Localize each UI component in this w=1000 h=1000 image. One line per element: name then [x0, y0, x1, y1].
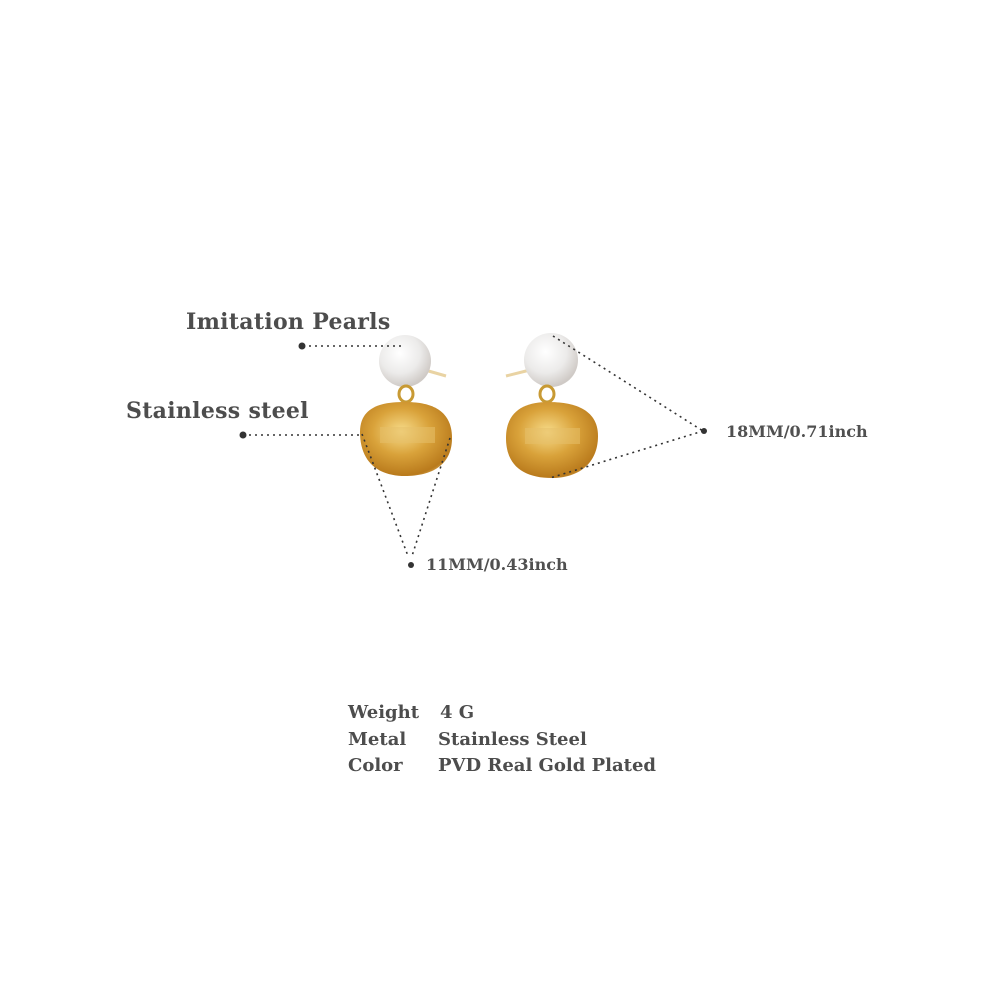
- spec-key: Weight: [348, 702, 420, 723]
- spec-value: PVD Real Gold Plated: [438, 755, 657, 776]
- spec-key: Metal: [348, 728, 407, 750]
- specs-table: Weight 4 G Metal Stainless Steel Color P…: [348, 700, 656, 780]
- length-callout-dot: [701, 428, 707, 434]
- left-earring: [360, 335, 452, 476]
- length-dimension-label: 18MM/0.71inch: [726, 422, 868, 441]
- imitation-pearls-label: Imitation Pearls: [186, 309, 391, 335]
- spec-row-weight: Weight 4 G: [348, 700, 656, 727]
- spec-value: 4 G: [440, 702, 475, 723]
- right-earring: [505, 333, 598, 478]
- width-dimension-label: 11MM/0.43inch: [426, 555, 568, 574]
- stainless-steel-label: Stainless steel: [126, 398, 309, 424]
- left-pearl: [379, 335, 431, 387]
- steel-callout-dot: [239, 431, 247, 439]
- pearl-callout-dot: [298, 342, 306, 350]
- width-callout-dot: [408, 562, 414, 568]
- spec-row-metal: Metal Stainless Steel: [348, 727, 656, 754]
- spec-value: Stainless Steel: [438, 728, 587, 750]
- right-pearl: [524, 333, 578, 387]
- spec-row-color: Color PVD Real Gold Plated: [348, 753, 656, 780]
- spec-key: Color: [348, 755, 403, 776]
